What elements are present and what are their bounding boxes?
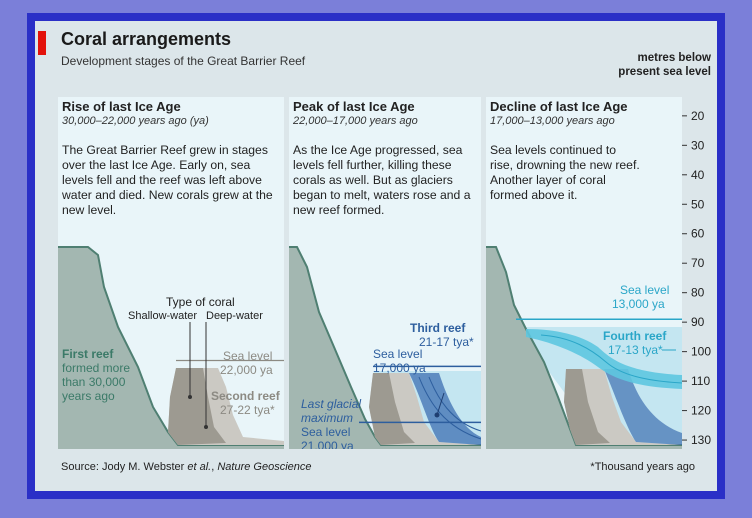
source-et-al: et al. [187,461,212,473]
second-reef-years: 27-22 tya* [220,403,275,417]
first-reef-title: First reef [62,347,114,361]
third-reef-years: 21-17 tya* [419,335,474,349]
panel-peak-illustration [289,246,481,449]
panel-decline-illustration [486,246,682,449]
axis-tick-label: 50 [691,197,705,211]
panel-peak-description: As the Ice Age progressed, sea levels fe… [293,143,471,217]
panel-decline: Decline of last Ice Age 17,000–13,000 ye… [486,97,682,449]
sea-level-17k-label: Sea level [373,347,423,361]
source-prefix: Source: Jody M. Webster [61,461,188,473]
footnote: *Thousand years ago [590,461,695,473]
axis-tick-label: 90 [691,315,705,329]
sea-level-22k-label: Sea level [223,349,273,363]
axis-heading-line2: present sea level [618,66,711,78]
panel-peak: Peak of last Ice Age 22,000–17,000 years… [289,97,481,449]
coral-pointer-dot-shallow [188,395,192,399]
old-deep-coral [369,373,415,445]
axis-heading-line1: metres below [637,52,712,64]
coral-pointer-dot-deep [204,425,208,429]
axis-tick-label: 20 [691,109,705,123]
panel-rise: Rise of last Ice Age 30,000–22,000 years… [58,97,284,449]
infographic-card: Coral arrangements Development stages of… [35,21,717,491]
coral-type-deep: Deep-water [206,310,263,322]
fourth-reef-layers [526,329,682,389]
panel-rise-illustration [58,246,284,449]
first-reef-line3: years ago [62,389,115,403]
shelf-shape [486,247,682,449]
glacial-maximum-line1: Last glacial [301,397,362,411]
panel-decline-heading: Decline of last Ice Age [490,99,628,114]
third-reef-layer-line-1 [418,376,481,440]
axis-tick-label: 100 [691,345,711,359]
axis-tick-label: 80 [691,286,705,300]
glacial-maximum-line2: maximum [301,411,354,425]
coral-type-title: Type of coral [166,295,235,309]
panel-peak-heading: Peak of last Ice Age [293,99,415,114]
chart-title: Coral arrangements [61,29,232,49]
source-journal: Nature Geoscience [217,461,312,473]
fourth-reef-layer-line-1 [540,334,682,384]
sea-level-13k-value: 13,000 ya [612,297,665,311]
panel-rise-heading: Rise of last Ice Age [62,99,181,114]
sea-level-17k-value: 17,000 ya [373,361,426,375]
third-reef-title: Third reef [410,321,466,335]
depth-axis-ticks: 20 30 40 50 60 70 80 90 100 110 120 130 [682,109,711,447]
fourth-reef-years: 17-13 tya* [608,343,663,357]
panel-decline-years: 17,000–13,000 years ago [490,115,615,127]
sea-level-21k-value: 21,000 ya [301,439,354,449]
first-reef-line1: formed more [62,361,131,375]
third-reef-pointer [436,392,445,416]
second-reef-title: Second reef [211,389,280,403]
source-separator: , [211,461,218,473]
panel-peak-years: 22,000–17,000 years ago [293,115,418,127]
third-reef-layers [409,373,481,445]
sea-level-22k-value: 22,000 ya [220,363,273,377]
sea-level-21k-label: Sea level [301,425,351,439]
axis-tick-label: 60 [691,227,705,241]
panel-rise-years: 30,000–22,000 years ago (ya) [62,115,209,127]
brand-red-bar [38,31,46,55]
first-reef-line2: than 30,000 [62,375,126,389]
chart-subtitle: Development stages of the Great Barrier … [61,54,306,68]
depth-axis: 20 30 40 50 60 70 80 90 100 110 120 130 [682,97,717,449]
sea-level-13k-label: Sea level [620,283,670,297]
panel-rise-description: The Great Barrier Reef grew in stages ov… [62,143,273,217]
deep-water-coral [168,368,226,445]
axis-tick-label: 70 [691,256,705,270]
axis-heading: metres below present sea level [618,51,711,79]
axis-tick-label: 120 [691,404,711,418]
old-third-reef [604,369,682,445]
third-reef-layer-line-2 [428,376,481,432]
axis-tick-label: 110 [691,374,710,388]
axis-tick-label: 30 [691,138,705,152]
old-deep-coral [564,369,610,445]
fourth-reef-title: Fourth reef [603,329,667,343]
axis-tick-label: 40 [691,168,705,182]
coral-type-shallow: Shallow-water [128,310,198,322]
panel-decline-description: Sea levels continued to rise, drowning t… [490,143,640,202]
shelf-shape [58,247,284,449]
source-note: Source: Jody M. Webster et al., Nature G… [61,461,312,473]
axis-tick-label: 130 [691,433,711,447]
shelf-shape [289,247,481,449]
